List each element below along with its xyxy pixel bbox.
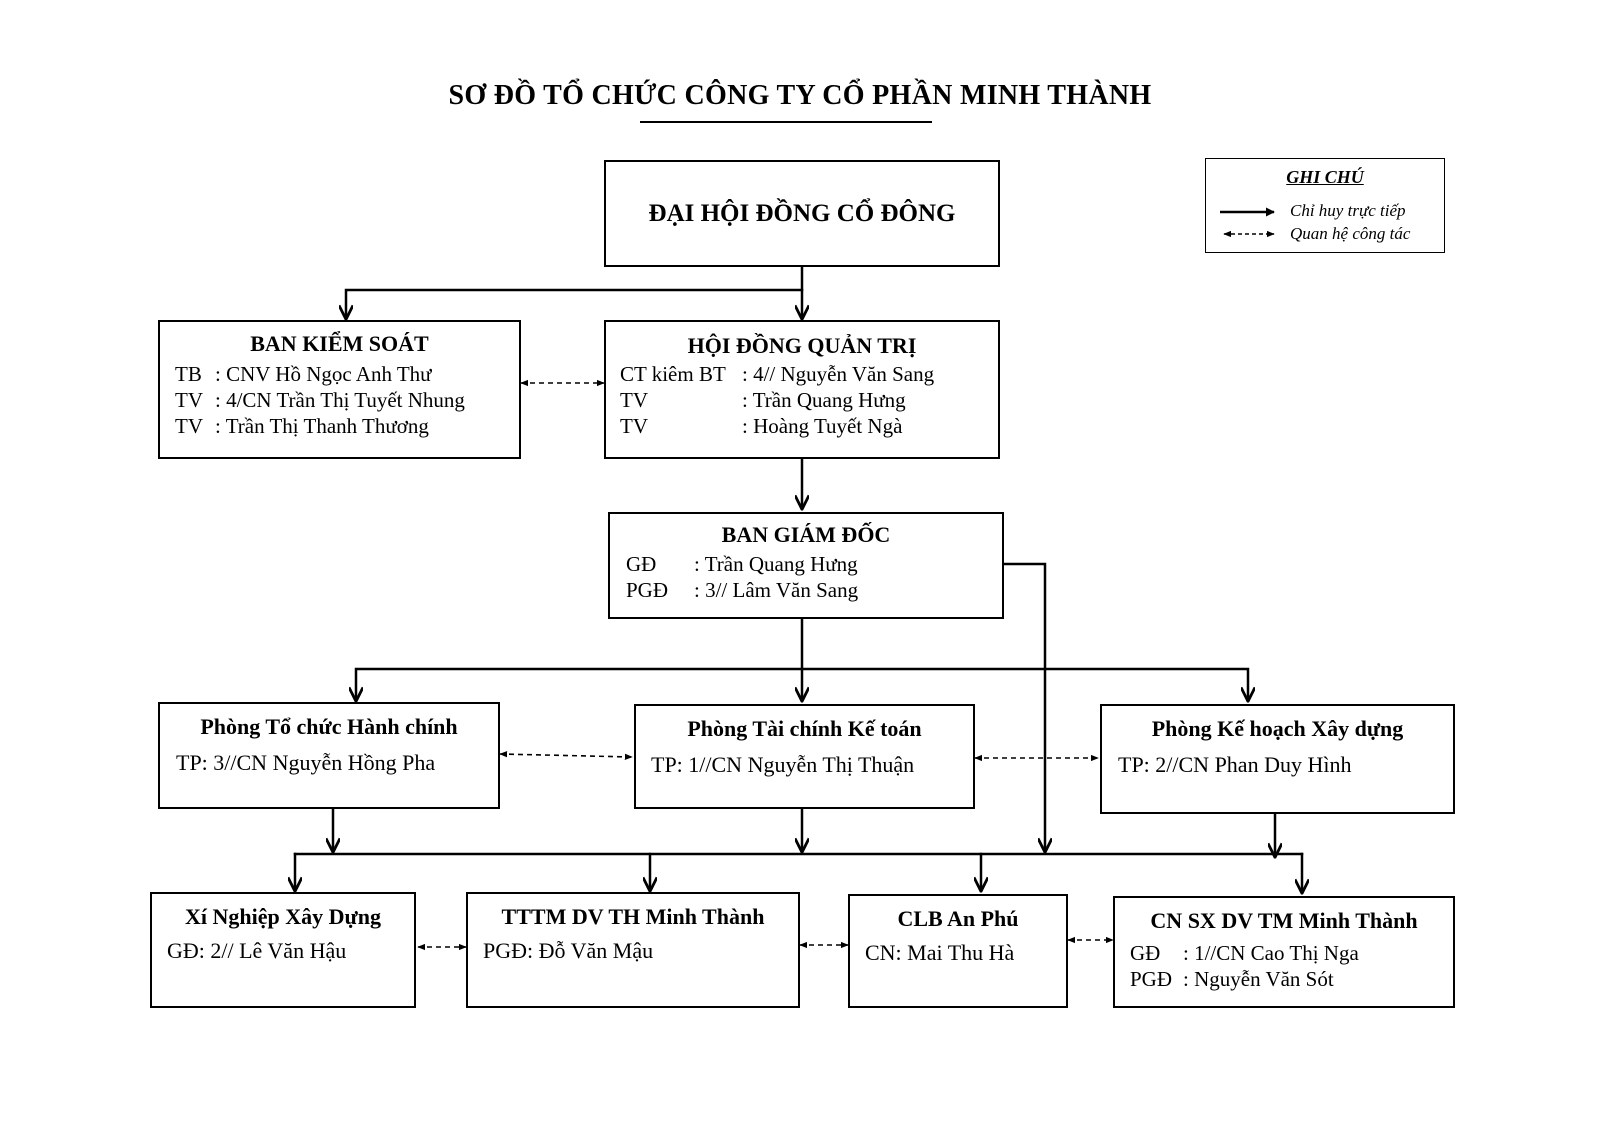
node-hdqt-row-2: TV : Trần Quang Hưng (620, 387, 998, 413)
edge-dhdcd-bks (346, 265, 804, 318)
legend-dashed-label: Quan hệ công tác (1290, 224, 1411, 243)
node-cnsx-row-2-value: : Nguyễn Văn Sót (1183, 967, 1334, 991)
node-tchc-title: Phòng Tổ chức Hành chính (200, 714, 458, 739)
node-tckt: Phòng Tài chính Kế toán TP: 1//CN Nguyễn… (634, 704, 975, 809)
node-dhdcd: ĐẠI HỘI ĐỒNG CỔ ĐÔNG (604, 160, 1000, 267)
node-hdqt: HỘI ĐỒNG QUẢN TRỊ CT kiêm BT : 4// Nguyễ… (604, 320, 1000, 459)
node-khxd-row-1: TP: 2//CN Phan Duy Hình (1118, 752, 1352, 777)
node-tttm: TTTM DV TH Minh Thành PGĐ: Đỗ Văn Mậu (466, 892, 800, 1008)
node-cnsx-row-1-label: GĐ (1130, 941, 1161, 965)
legend: GHI CHÚ Chỉ huy trực tiếp Quan hệ công t… (1205, 158, 1445, 253)
node-tttm-row-1: PGĐ: Đỗ Văn Mậu (483, 938, 654, 963)
node-cnsx-row-2-label: PGĐ (1130, 967, 1173, 991)
node-bks-row-3: TV : Trần Thị Thanh Thương (175, 413, 519, 439)
edge-bgd-bus (1002, 562, 1045, 851)
node-bgd: BAN GIÁM ĐỐC GĐ : Trần Quang Hưng PGĐ : … (608, 512, 1004, 619)
node-bks-row-3-label: TV (175, 414, 203, 438)
node-bks-row-1-value: : CNV Hồ Ngọc Anh Thư (215, 362, 432, 386)
node-bks-row-3-value: : Trần Thị Thanh Thương (215, 414, 429, 438)
node-hdqt-row-3-label: TV (620, 414, 648, 438)
node-hdqt-row-3-value: : Hoàng Tuyết Ngà (742, 414, 903, 438)
node-bks-row-1: TB : CNV Hồ Ngọc Anh Thư (175, 361, 519, 387)
legend-title: GHI CHÚ (1286, 167, 1364, 187)
node-cnsx-title: CN SX DV TM Minh Thành (1150, 908, 1418, 933)
node-cnsx-row-2: PGĐ : Nguyễn Văn Sót (1130, 966, 1453, 992)
node-clb: CLB An Phú CN: Mai Thu Hà (848, 894, 1068, 1008)
node-bgd-row-2-label: PGĐ (626, 578, 669, 602)
node-bks: BAN KIỂM SOÁT TB : CNV Hồ Ngọc Anh Thư T… (158, 320, 521, 459)
node-bgd-row-1-label: GĐ (626, 552, 657, 576)
node-tckt-title: Phòng Tài chính Kế toán (687, 716, 922, 741)
node-khxd: Phòng Kế hoạch Xây dựng TP: 2//CN Phan D… (1100, 704, 1455, 814)
node-hdqt-title: HỘI ĐỒNG QUẢN TRỊ (687, 333, 917, 358)
edge-bgd-khxd (800, 667, 1248, 700)
node-hdqt-row-1-label: CT kiêm BT (620, 362, 726, 386)
relation-tchc-tckt (499, 750, 633, 761)
node-bgd-row-2-value: : 3// Lâm Văn Sang (694, 578, 859, 602)
node-tchc: Phòng Tổ chức Hành chính TP: 3//CN Nguyễ… (158, 702, 500, 809)
diagram-title: SƠ ĐỒ TỔ CHỨC CÔNG TY CỔ PHẦN MINH THÀNH (448, 80, 1152, 111)
node-bgd-title: BAN GIÁM ĐỐC (721, 522, 891, 547)
node-bks-row-1-label: TB (175, 362, 202, 386)
node-cnsx: CN SX DV TM Minh Thành GĐ : 1//CN Cao Th… (1113, 896, 1455, 1008)
node-bgd-row-1-value: : Trần Quang Hưng (694, 552, 858, 576)
node-hdqt-row-1-value: : 4// Nguyễn Văn Sang (742, 362, 935, 386)
node-tckt-row-1: TP: 1//CN Nguyễn Thị Thuận (651, 752, 915, 777)
node-hdqt-row-2-label: TV (620, 388, 648, 412)
node-bks-row-2-label: TV (175, 388, 203, 412)
node-hdqt-row-3: TV : Hoàng Tuyết Ngà (620, 413, 998, 439)
node-bgd-row-2: PGĐ : 3// Lâm Văn Sang (626, 577, 1002, 603)
node-cnsx-row-1-value: : 1//CN Cao Thị Nga (1183, 941, 1359, 965)
node-bks-row-2: TV : 4/CN Trần Thị Tuyết Nhung (175, 387, 519, 413)
node-xnxd-title: Xí Nghiệp Xây Dựng (185, 904, 381, 929)
node-tchc-row-1: TP: 3//CN Nguyễn Hồng Pha (176, 750, 436, 775)
node-tttm-title: TTTM DV TH Minh Thành (501, 904, 765, 929)
node-hdqt-row-2-value: : Trần Quang Hưng (742, 388, 906, 412)
legend-solid-label: Chỉ huy trực tiếp (1290, 201, 1406, 220)
node-hdqt-row-1: CT kiêm BT : 4// Nguyễn Văn Sang (620, 361, 998, 387)
node-cnsx-row-1: GĐ : 1//CN Cao Thị Nga (1130, 940, 1453, 966)
node-xnxd-row-1: GĐ: 2// Lê Văn Hậu (167, 938, 347, 963)
node-xnxd: Xí Nghiệp Xây Dựng GĐ: 2// Lê Văn Hậu (150, 892, 416, 1008)
node-clb-row-1: CN: Mai Thu Hà (865, 940, 1015, 965)
legend-symbols (1220, 207, 1275, 238)
node-bks-row-2-value: : 4/CN Trần Thị Tuyết Nhung (215, 388, 465, 412)
title-underline (640, 121, 932, 123)
node-khxd-title: Phòng Kế hoạch Xây dựng (1151, 716, 1404, 741)
node-bks-title: BAN KIỂM SOÁT (250, 331, 429, 356)
node-dhdcd-title: ĐẠI HỘI ĐỒNG CỔ ĐÔNG (648, 199, 956, 227)
edge-bgd-tchc (356, 667, 804, 700)
node-clb-title: CLB An Phú (897, 906, 1019, 931)
node-bgd-row-1: GĐ : Trần Quang Hưng (626, 551, 1002, 577)
